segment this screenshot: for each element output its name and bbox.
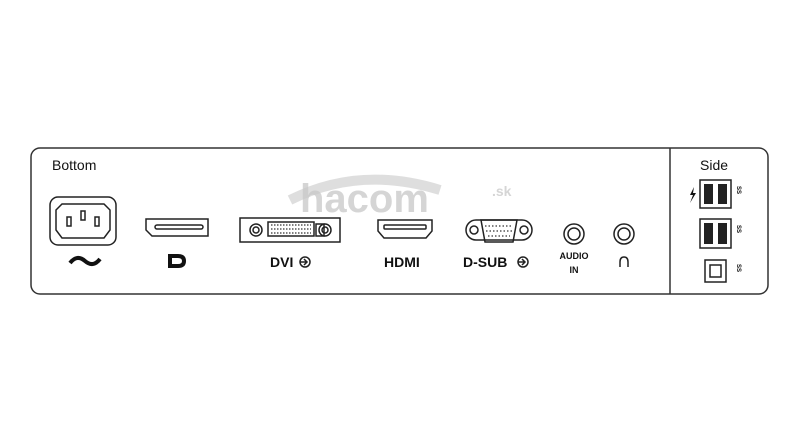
usb-a-port-1 xyxy=(699,179,732,209)
dvi-connector xyxy=(239,217,341,243)
usb-b-port xyxy=(704,259,727,283)
side-label: Side xyxy=(700,157,728,173)
dsub-label: D-SUB xyxy=(463,254,507,270)
hdmi-label: HDMI xyxy=(384,254,420,270)
audio-in-label-1: AUDIO xyxy=(560,251,589,261)
input-arrow-icon xyxy=(299,256,311,268)
hdmi-connector xyxy=(377,219,433,239)
watermark: hacom .sk xyxy=(287,174,512,221)
usb-ss-mark: SS xyxy=(735,225,741,233)
usb-a-port-2 xyxy=(699,218,732,249)
headphone-jack xyxy=(613,223,635,245)
power-connector xyxy=(49,196,117,246)
bottom-label: Bottom xyxy=(52,157,96,173)
watermark-text: hacom xyxy=(300,177,429,221)
dsub-connector xyxy=(465,219,533,243)
audio-in-jack xyxy=(563,223,585,245)
usb-ss-mark: SS xyxy=(735,186,741,194)
input-arrow-icon xyxy=(517,256,529,268)
dvi-label: DVI xyxy=(270,254,293,270)
watermark-suffix: .sk xyxy=(492,183,512,199)
displayport-connector xyxy=(145,218,209,237)
displayport-logo-icon xyxy=(168,254,186,268)
headphone-icon xyxy=(619,256,629,267)
fast-charge-icon xyxy=(690,187,696,203)
audio-in-label-2: IN xyxy=(570,265,579,275)
panel-outline xyxy=(30,147,769,295)
ac-power-tilde-icon xyxy=(68,256,102,266)
usb-ss-mark: SS xyxy=(735,264,741,272)
